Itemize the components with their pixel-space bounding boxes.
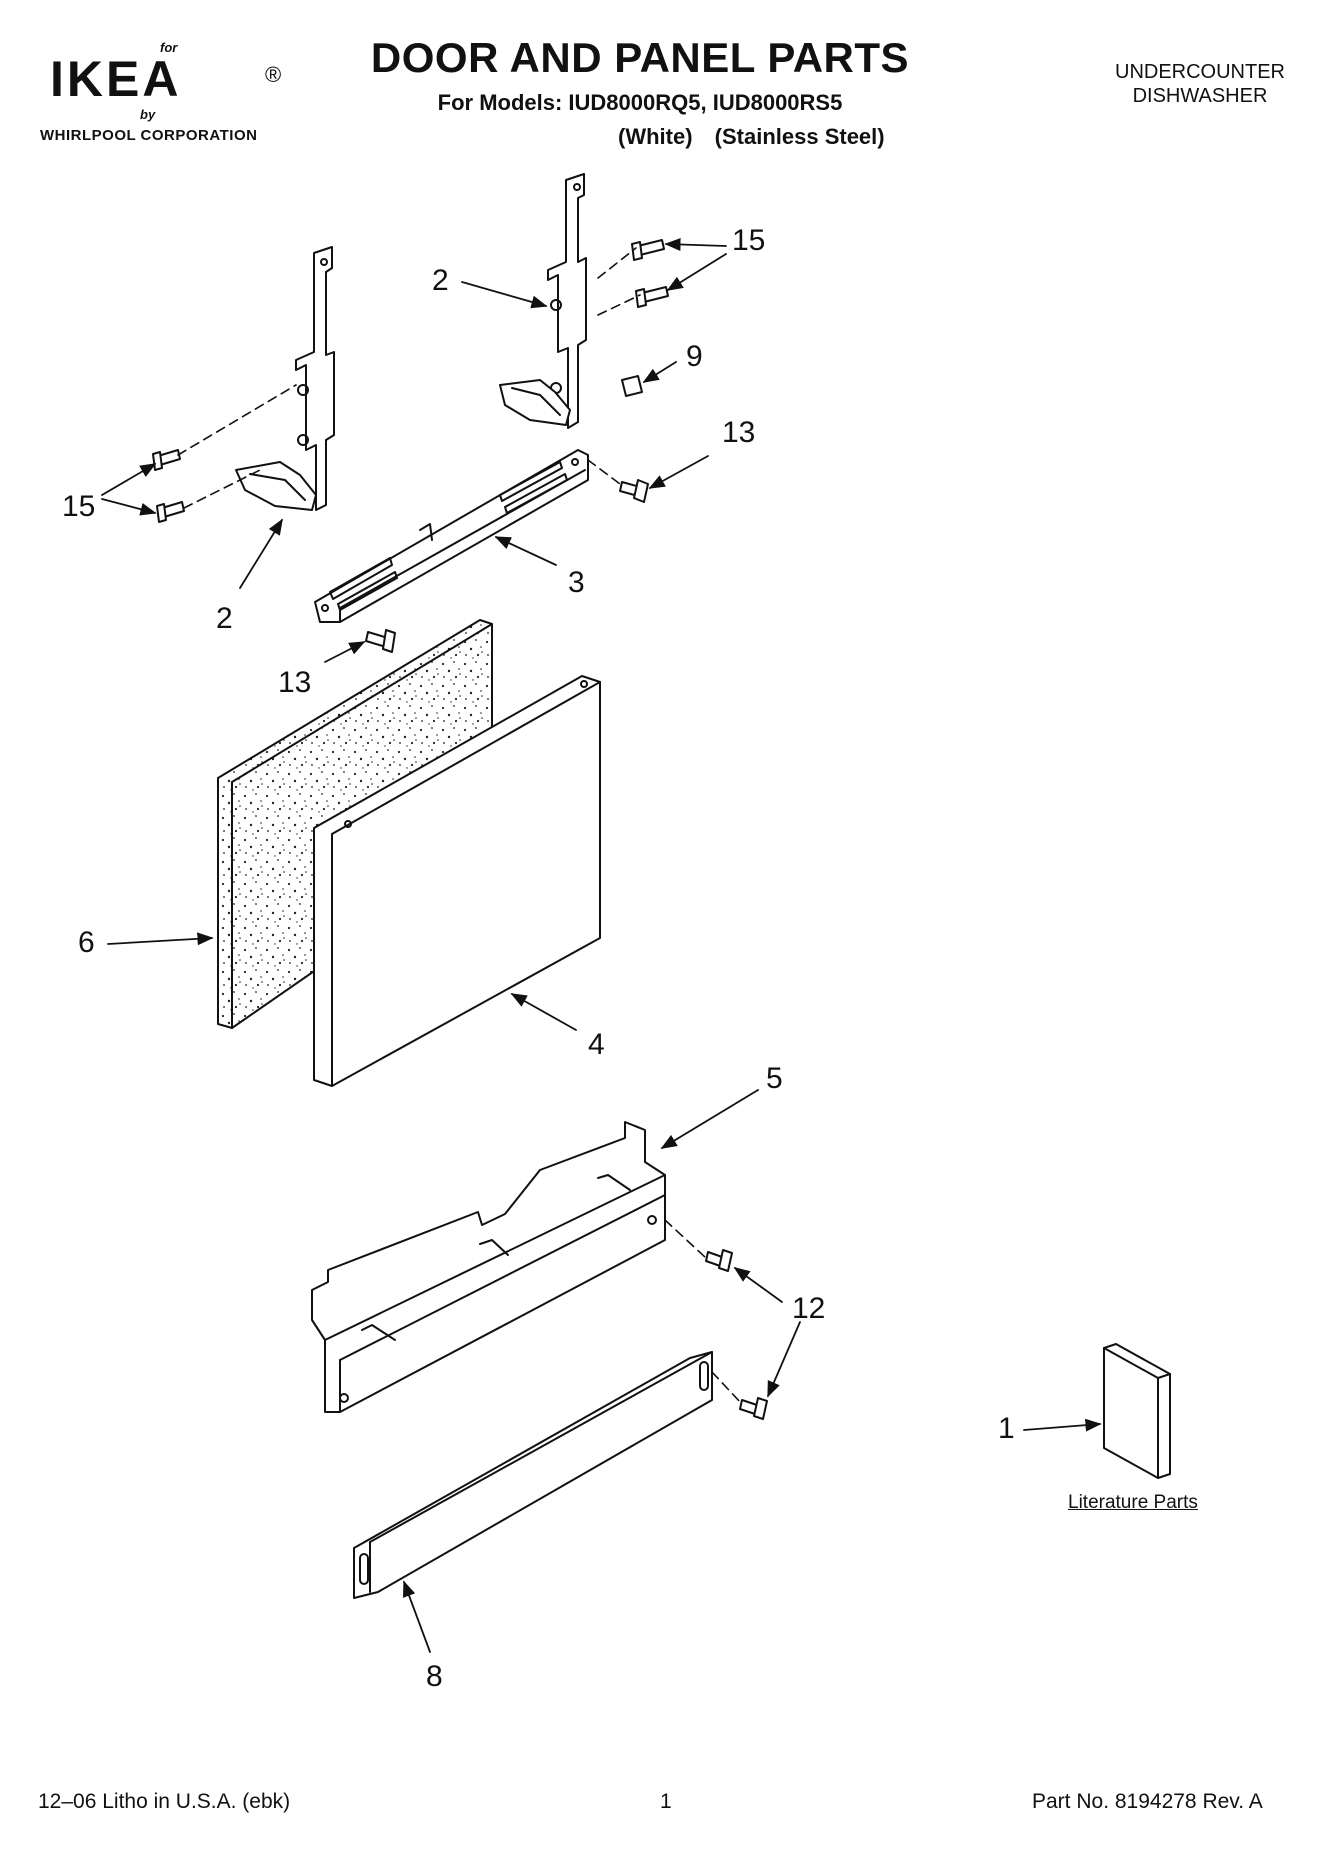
- callout-13-mid: 13: [278, 666, 312, 699]
- callout-1: 1: [998, 1412, 1015, 1445]
- callout-8: 8: [426, 1660, 443, 1693]
- logo-brand: IKEA: [50, 51, 182, 107]
- variant-stainless: (Stainless Steel): [714, 124, 885, 149]
- screw-12-upper: [705, 1249, 733, 1272]
- screw-15-left-a: [152, 449, 181, 471]
- toe-panel-bracket: [311, 1121, 666, 1413]
- toe-panel: [353, 1351, 713, 1599]
- screw-12-lower: [739, 1397, 768, 1420]
- page-title: DOOR AND PANEL PARTS: [370, 34, 910, 81]
- product-type: UNDERCOUNTER DISHWASHER: [1090, 60, 1310, 108]
- dashed-leaders: [177, 247, 743, 1405]
- logo-for-text: for: [160, 40, 178, 55]
- logo-registered-mark: ®: [265, 62, 282, 87]
- product-type-line-1: UNDERCOUNTER: [1115, 61, 1285, 83]
- callout-9: 9: [686, 340, 703, 373]
- hinge-bracket-left: [235, 246, 335, 511]
- ikea-logo: for IKEA ® by WHIRLPOOL CORPORATION: [40, 40, 295, 150]
- callout-5: 5: [766, 1062, 783, 1095]
- callout-15-left: 15: [62, 490, 96, 523]
- footer-part-number: Part No. 8194278 Rev. A: [1032, 1790, 1263, 1813]
- screw-13-right: [619, 479, 649, 503]
- logo-corporation: WHIRLPOOL CORPORATION: [40, 127, 258, 144]
- literature-parts-label: Literature Parts: [1068, 1492, 1198, 1513]
- callout-12: 12: [792, 1292, 826, 1325]
- model-variants: (White) (Stainless Steel): [618, 124, 901, 150]
- callout-2-top: 2: [432, 264, 449, 297]
- callout-13-top: 13: [722, 416, 756, 449]
- callout-6: 6: [78, 926, 95, 959]
- models-line: For Models: IUD8000RQ5, IUD8000RS5: [437, 90, 843, 115]
- variant-white: (White): [618, 124, 693, 149]
- screw-13-mid: [365, 629, 396, 653]
- literature-parts-box: [1103, 1343, 1171, 1479]
- hinge-support-bracket: [314, 449, 589, 623]
- logo-by-text: by: [140, 107, 156, 122]
- callout-2-left: 2: [216, 602, 233, 635]
- footer-page-number: 1: [660, 1790, 672, 1813]
- clip-9: [621, 375, 643, 397]
- screw-15-top-b: [635, 286, 669, 308]
- callout-arrows: [101, 238, 1102, 1653]
- callout-15-top: 15: [732, 224, 766, 257]
- door-panel: [313, 675, 601, 1087]
- product-type-line-2: DISHWASHER: [1132, 85, 1268, 107]
- screw-15-top-a: [631, 239, 665, 261]
- footer-litho: 12–06 Litho in U.S.A. (ebk): [38, 1790, 291, 1813]
- callout-3: 3: [568, 566, 585, 599]
- callout-4: 4: [588, 1028, 605, 1061]
- screw-15-left-b: [156, 501, 185, 523]
- hinge-bracket-right: [499, 173, 587, 429]
